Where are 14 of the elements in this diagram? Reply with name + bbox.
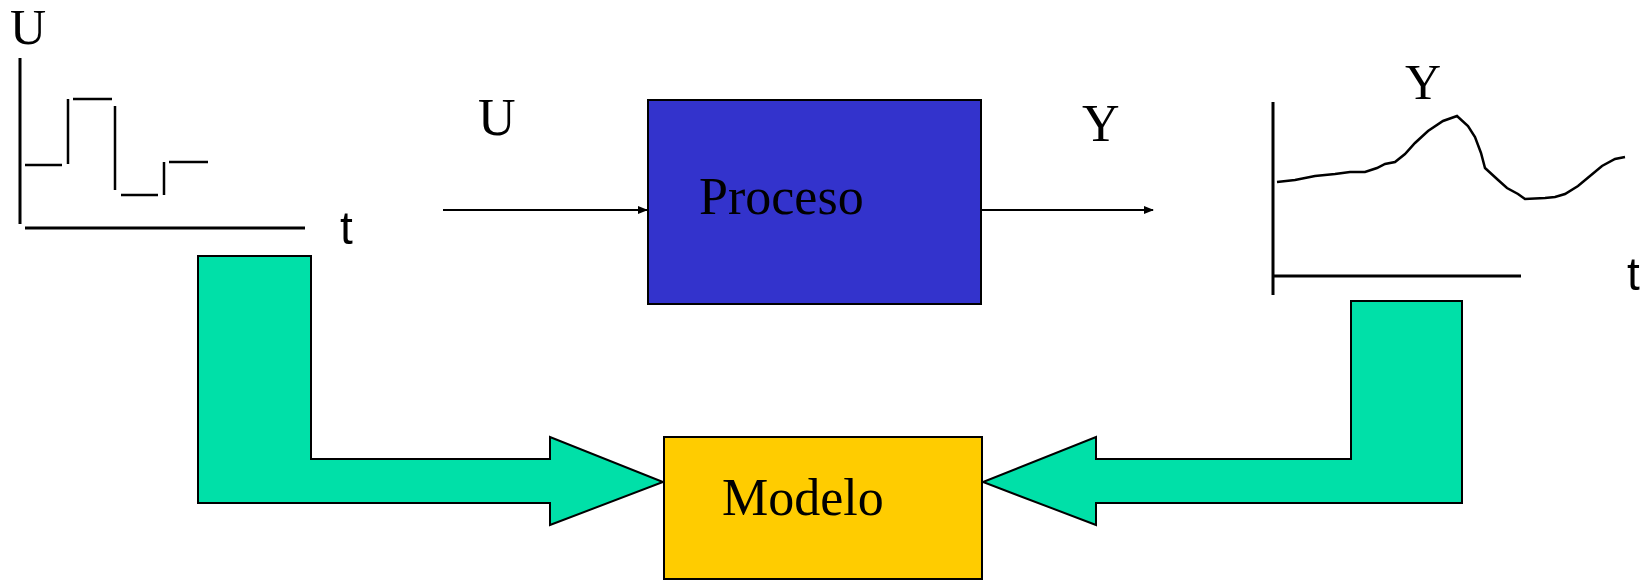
axis-label: Y [1405, 57, 1442, 107]
axis-label: t [340, 205, 353, 251]
axis-label: t [1627, 251, 1640, 297]
process-box [647, 99, 982, 305]
block-arrow [197, 255, 666, 527]
node-label: Modelo [722, 472, 884, 524]
arrow [981, 206, 1154, 214]
axis-label: U [10, 2, 47, 52]
arrow [442, 206, 648, 214]
node-label: Proceso [699, 171, 864, 223]
block-arrow [980, 300, 1463, 527]
model-box [663, 436, 983, 580]
edge-label: Y [1082, 98, 1120, 150]
edge-label: U [478, 92, 516, 144]
